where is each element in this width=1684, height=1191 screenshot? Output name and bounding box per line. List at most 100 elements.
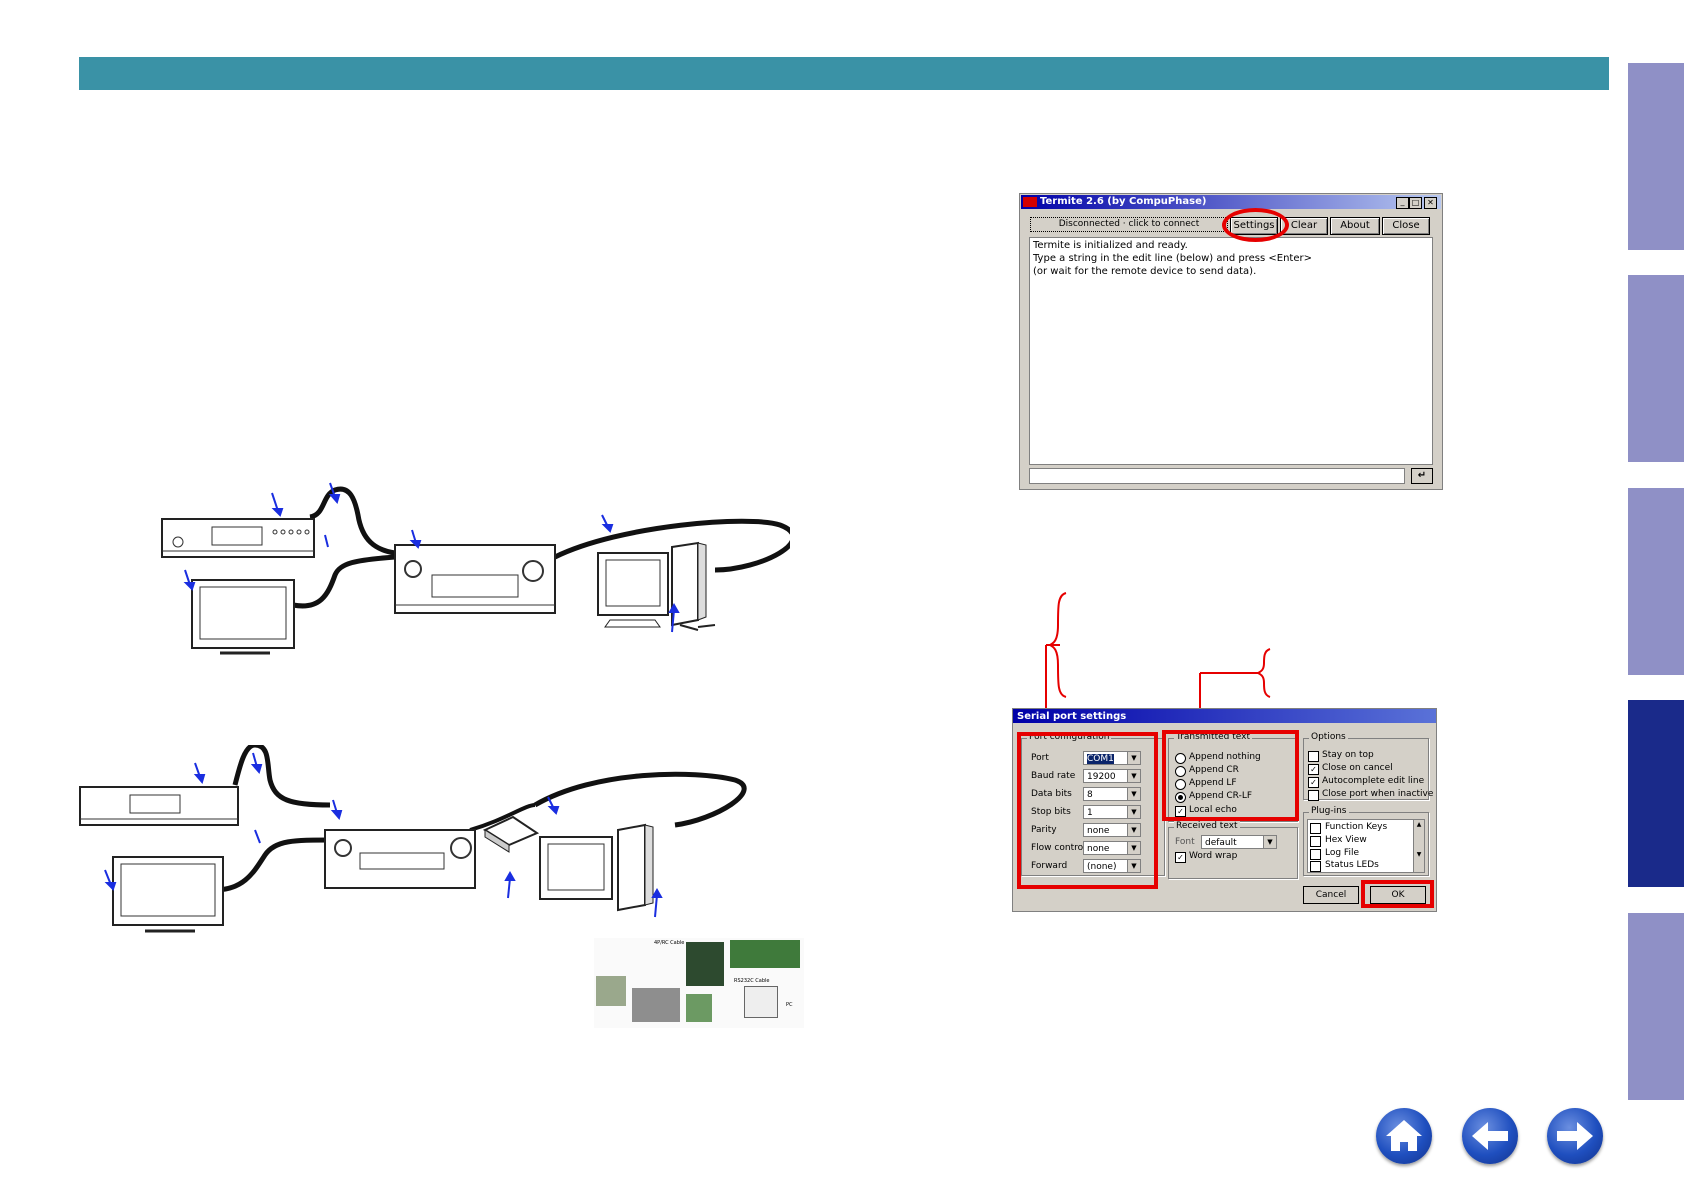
autocomplete-checkbox[interactable]: ✓ (1308, 777, 1319, 788)
ok-highlight (1361, 880, 1434, 908)
header-bar (79, 57, 1609, 90)
connection-diagram-2 (79, 745, 747, 933)
about-button[interactable]: About (1330, 217, 1380, 235)
font-value: default (1205, 838, 1237, 848)
option-label: Stay on top (1322, 750, 1374, 760)
send-enter-button[interactable]: ↵ (1411, 468, 1433, 484)
plugin-label: Status LEDs (1325, 860, 1379, 870)
photo-board-3 (686, 942, 724, 986)
port-config-highlight (1017, 732, 1158, 889)
field-label-port: Port (1031, 753, 1049, 763)
side-tab-5[interactable] (1628, 913, 1684, 1100)
radio-append-lf[interactable] (1175, 779, 1186, 790)
transmitted-highlight (1162, 730, 1299, 821)
radio-append-cr-lf[interactable] (1175, 792, 1186, 803)
callout-lines (1042, 592, 1271, 735)
plugin-label: Log File (1325, 848, 1359, 858)
port-config-title: Port configuration (1027, 732, 1112, 742)
plugin-checkbox[interactable] (1310, 823, 1321, 834)
back-button[interactable] (1462, 1108, 1518, 1164)
option-label: Close port when inactive (1322, 789, 1434, 799)
radio-append-nothing[interactable] (1175, 753, 1186, 764)
plugins-scrollbar[interactable]: ▲▼ (1413, 820, 1424, 872)
data-bits-select[interactable]: 8▼ (1083, 787, 1141, 801)
console-output: Termite is initialized and ready. Type a… (1029, 237, 1433, 465)
photo-label-cable-top: 4P/RC Cable (654, 940, 685, 946)
plugin-checkbox[interactable] (1310, 861, 1321, 872)
connection-status[interactable]: Disconnected · click to connect (1030, 217, 1228, 232)
console-line: (or wait for the remote device to send d… (1033, 266, 1257, 277)
font-select[interactable]: default ▼ (1201, 835, 1277, 849)
field-label-parity: Parity (1031, 825, 1057, 835)
chevron-down-icon: ▼ (1127, 752, 1140, 764)
photo-monitor (744, 986, 778, 1018)
photo-board-5 (686, 994, 712, 1022)
transmitted-text-title: Transmitted text (1174, 732, 1252, 742)
word-wrap-checkbox[interactable]: ✓ (1175, 852, 1186, 863)
data-bits-value: 8 (1087, 790, 1093, 800)
radio-label: Append CR (1189, 765, 1239, 775)
console-line: Termite is initialized and ready. (1033, 240, 1188, 251)
console-line: Type a string in the edit line (below) a… (1033, 253, 1312, 264)
radio-label: Append nothing (1189, 752, 1261, 762)
side-tab-4[interactable] (1628, 700, 1684, 887)
chevron-down-icon: ▼ (1263, 836, 1276, 848)
settings-highlight-circle (1222, 208, 1289, 242)
option-label: Close on cancel (1322, 763, 1393, 773)
options-title: Options (1309, 732, 1348, 742)
plugin-checkbox[interactable] (1310, 849, 1321, 860)
photo-board-2 (632, 988, 680, 1022)
radio-selected-dot (1178, 795, 1183, 800)
forward-button[interactable] (1547, 1108, 1603, 1164)
chevron-down-icon: ▼ (1127, 770, 1140, 782)
close-button[interactable]: Close (1382, 217, 1430, 235)
flow-control-value: none (1087, 844, 1110, 854)
baud-value: 19200 (1087, 772, 1116, 782)
plugin-label: Function Keys (1325, 822, 1388, 832)
side-tab-2[interactable] (1628, 275, 1684, 462)
chevron-down-icon: ▼ (1127, 842, 1140, 854)
plugin-checkbox[interactable] (1310, 836, 1321, 847)
parity-select[interactable]: none▼ (1083, 823, 1141, 837)
connection-diagram-1 (161, 482, 790, 655)
received-text-title: Received text (1174, 821, 1240, 831)
local-echo-checkbox[interactable]: ✓ (1175, 806, 1186, 817)
termite-titlebar[interactable] (1021, 195, 1441, 209)
radio-label: Append LF (1189, 778, 1237, 788)
forward-select[interactable]: (none)▼ (1083, 859, 1141, 873)
close-on-cancel-checkbox[interactable]: ✓ (1308, 764, 1319, 775)
flow-control-select[interactable]: none ▼ (1083, 841, 1141, 855)
plugins-list[interactable]: ▲▼ (1307, 819, 1425, 873)
local-echo-label: Local echo (1189, 805, 1237, 815)
port-value: COM1 (1087, 754, 1114, 764)
cancel-button[interactable]: Cancel (1303, 886, 1359, 904)
ok-button[interactable]: OK (1370, 886, 1426, 904)
stop-bits-value: 1 (1087, 808, 1093, 818)
chevron-down-icon: ▼ (1127, 824, 1140, 836)
plugins-title: Plug-ins (1309, 806, 1349, 816)
side-tab-1[interactable] (1628, 63, 1684, 250)
close-port-checkbox[interactable] (1308, 790, 1319, 801)
close-window-button[interactable]: ✕ (1424, 197, 1437, 209)
termite-window: Termite 2.6 (by CompuPhase) _ □ ✕ Discon… (1019, 193, 1443, 490)
baud-select[interactable]: 19200 ▼ (1083, 769, 1141, 783)
dialog-titlebar[interactable] (1013, 709, 1436, 723)
forward-value: (none) (1087, 862, 1117, 872)
termite-title: Termite 2.6 (by CompuPhase) (1040, 196, 1207, 207)
chevron-down-icon: ▼ (1127, 806, 1140, 818)
radio-append-cr[interactable] (1175, 766, 1186, 777)
arrow-left-icon (1472, 1122, 1508, 1150)
font-label: Font (1175, 837, 1195, 847)
word-wrap-label: Word wrap (1189, 851, 1238, 861)
edit-line-input[interactable] (1029, 468, 1405, 484)
field-label-stop-bits: Stop bits (1031, 807, 1071, 817)
minimize-button[interactable]: _ (1396, 197, 1409, 209)
maximize-button[interactable]: □ (1409, 197, 1422, 209)
home-button[interactable] (1376, 1108, 1432, 1164)
side-tab-3[interactable] (1628, 488, 1684, 675)
dialog-title: Serial port settings (1017, 711, 1127, 722)
port-select[interactable]: COM1 ▼ (1083, 751, 1141, 765)
serial-settings-dialog: Serial port settings Port configuration … (1012, 708, 1437, 912)
stop-bits-select[interactable]: 1▼ (1083, 805, 1141, 819)
stay-on-top-checkbox[interactable] (1308, 751, 1319, 762)
